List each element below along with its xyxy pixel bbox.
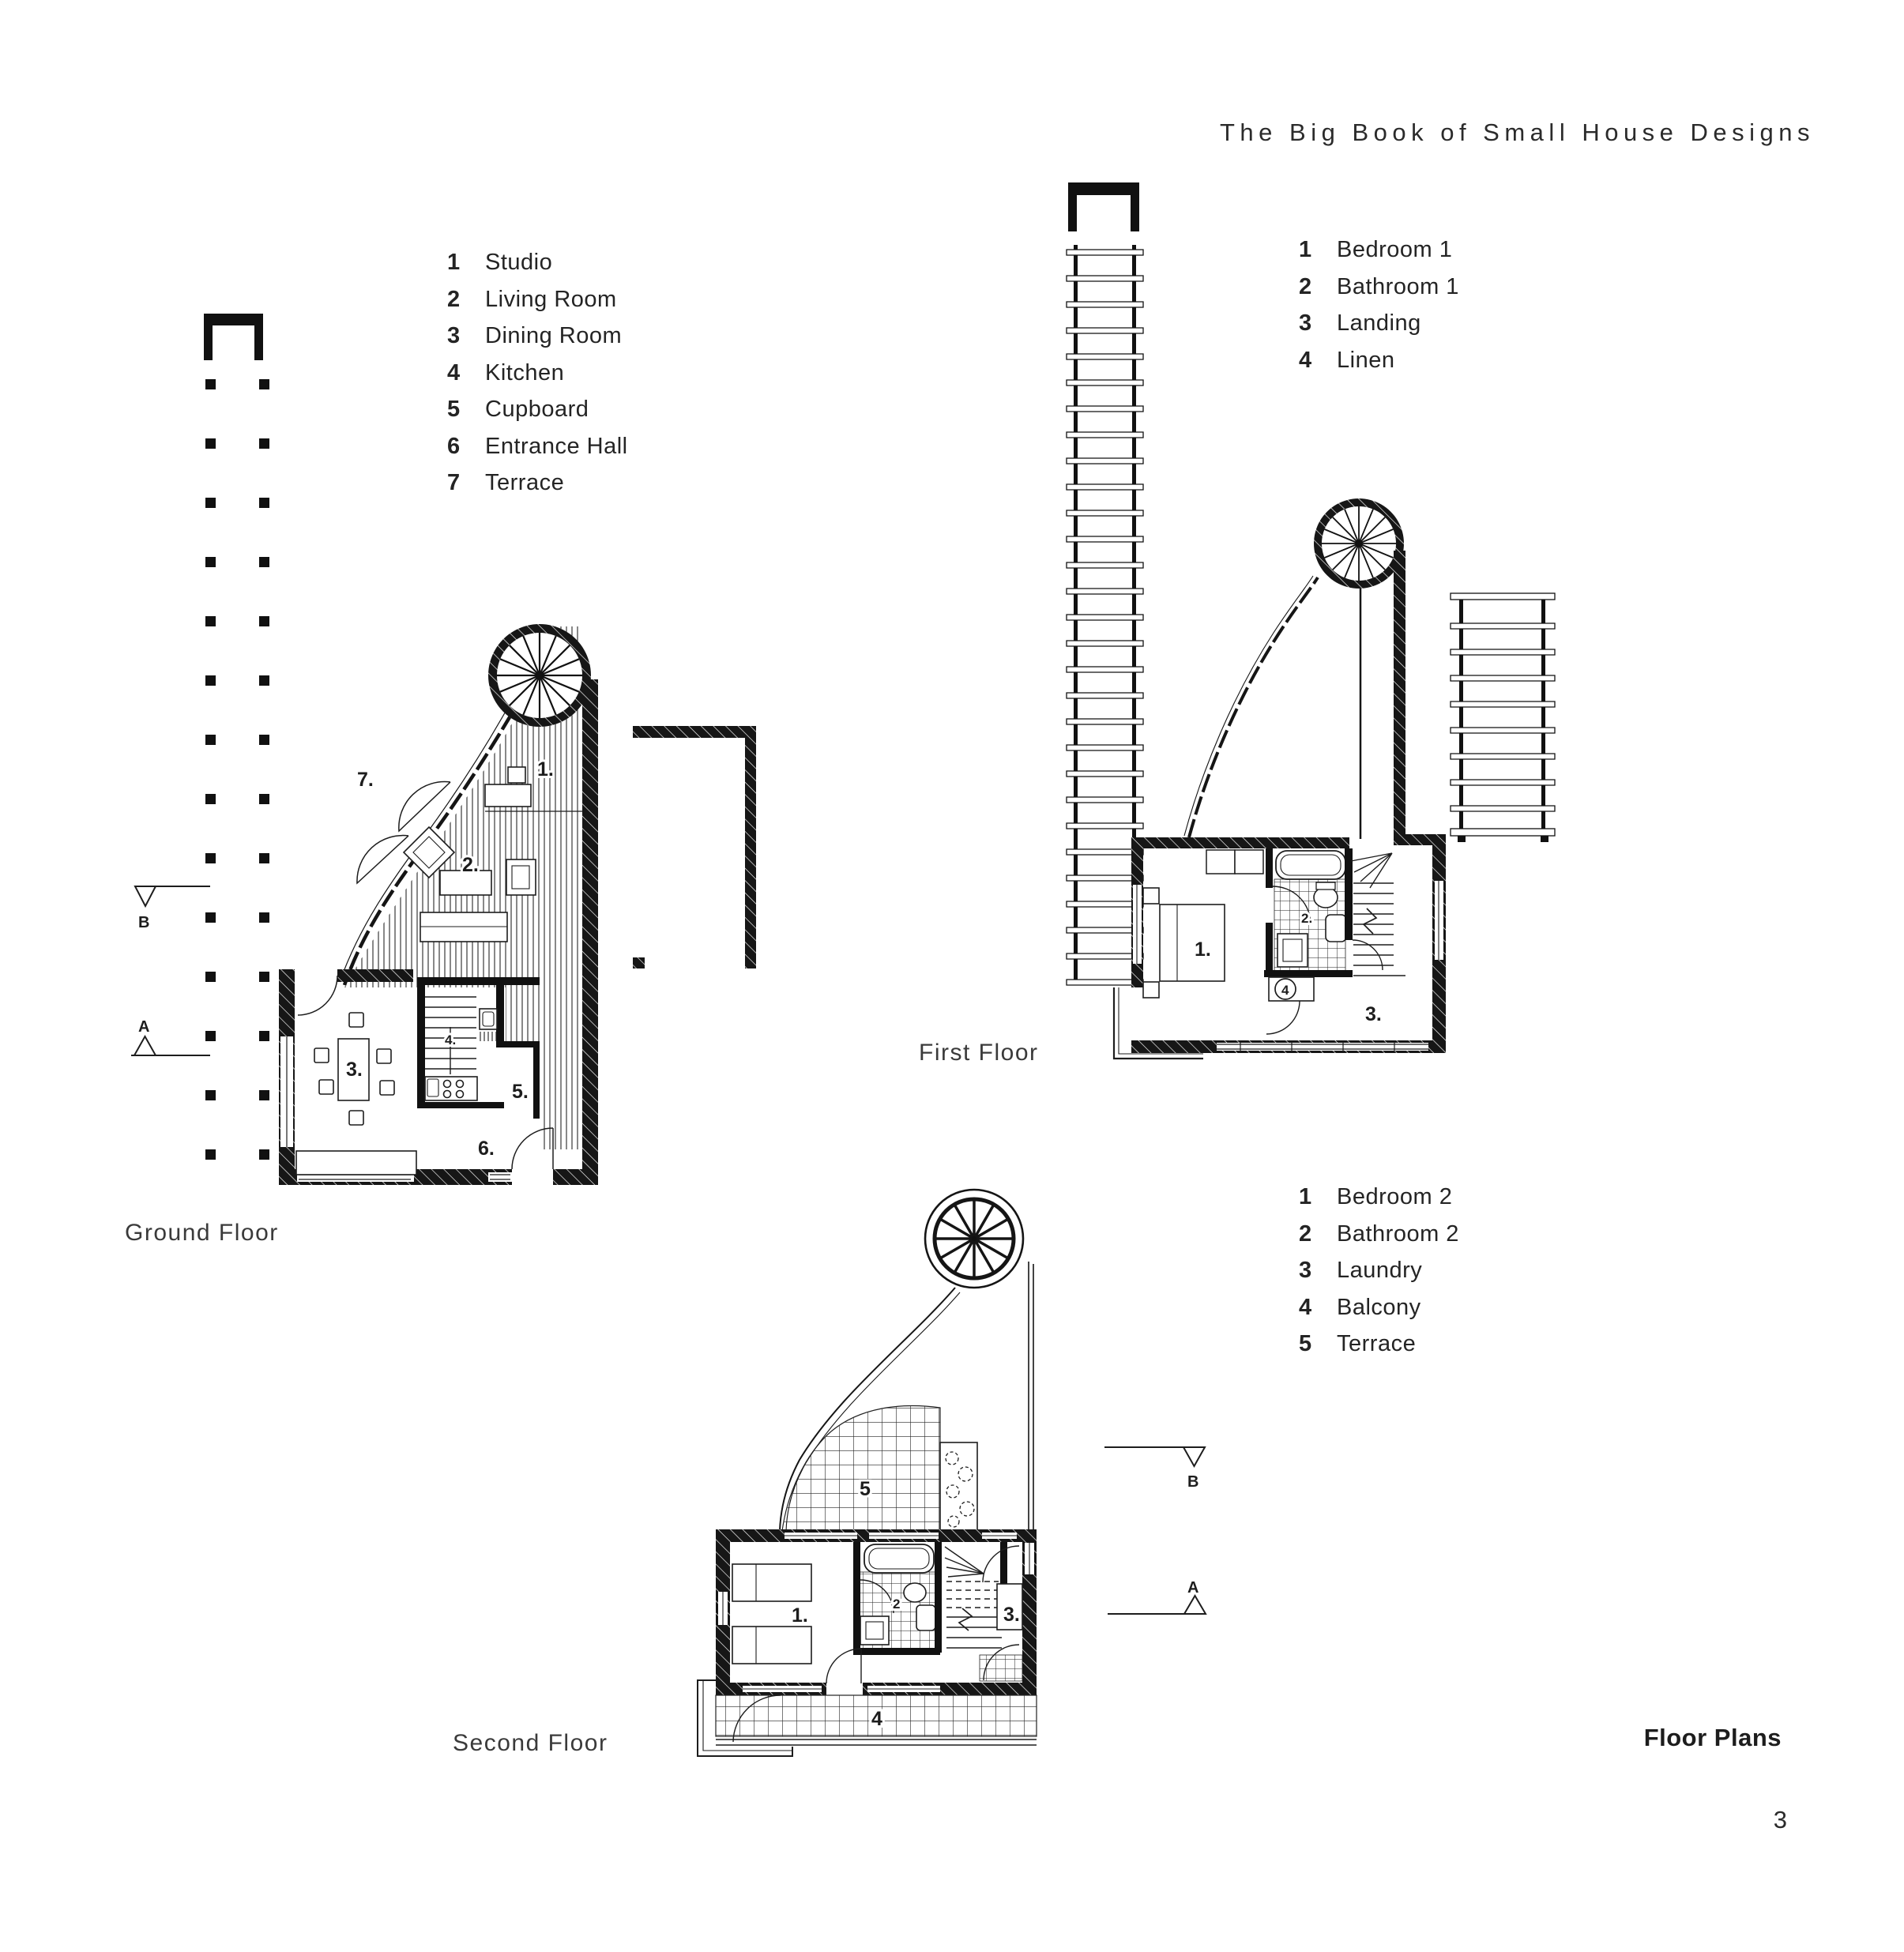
- svg-text:B: B: [138, 914, 149, 931]
- room-label-terrace: 7.: [357, 769, 374, 791]
- wall-bracket: [1068, 182, 1139, 231]
- bathroom: [853, 1542, 942, 1655]
- curved-glass-wall: [1183, 575, 1319, 838]
- pergola-trellis-east: [1450, 592, 1556, 842]
- room-label-hall: 6.: [478, 1138, 495, 1160]
- stairwell-walls: [1359, 551, 1446, 1053]
- ground-floor-plan: B A: [131, 314, 756, 1185]
- block-walls: [716, 1529, 1037, 1695]
- spiral-roof-wheel: [924, 1188, 1025, 1289]
- section-title: Floor Plans: [1643, 1724, 1782, 1751]
- section-marker-b: B: [134, 886, 210, 931]
- block-walls: [1131, 837, 1446, 1053]
- planter: [939, 1442, 978, 1532]
- room-label-landing: 3.: [1365, 1003, 1382, 1025]
- room-label-bedroom: 1.: [792, 1604, 808, 1627]
- staircase: [944, 1542, 1007, 1649]
- room-label-laundry: 3.: [1003, 1604, 1020, 1626]
- caption-ground-floor: Ground Floor: [125, 1220, 279, 1246]
- room-label-cupboard: 5.: [512, 1081, 529, 1103]
- caption-first-floor: First Floor: [919, 1040, 1039, 1066]
- partitions: [417, 977, 540, 1119]
- laundry: [979, 1545, 1023, 1682]
- spiral-staircase: [1314, 498, 1405, 589]
- section-marker-a: A: [1108, 1579, 1207, 1615]
- page-number: 3: [1773, 1806, 1787, 1834]
- garden-wall: [633, 726, 756, 968]
- column-grid: [205, 379, 269, 1160]
- room-label-linen: 4: [1281, 983, 1289, 998]
- bathroom: [1264, 848, 1383, 977]
- furniture: [402, 766, 582, 942]
- door-swings: [297, 975, 554, 1170]
- wall-bracket: [204, 314, 263, 360]
- room-label-bathroom: 2: [893, 1597, 900, 1612]
- room-label-bathroom: 2.: [1301, 911, 1312, 926]
- linen-closet: 4: [1266, 976, 1315, 1035]
- svg-text:A: A: [1187, 1579, 1198, 1597]
- kitchen-fixtures: [424, 1008, 498, 1101]
- room-label-kitchen: 4.: [445, 1032, 456, 1047]
- bed: [1142, 887, 1225, 999]
- balcony-railing: [1112, 987, 1203, 1060]
- second-floor-plan: B A 5 1. 2 3. 4: [697, 1188, 1207, 1757]
- beds: [732, 1563, 812, 1664]
- section-marker-b: B: [1104, 1446, 1206, 1491]
- room-label-bedroom: 1.: [1195, 938, 1211, 961]
- terrace-door-leaves: [356, 780, 451, 885]
- room-label-studio: 1.: [537, 758, 554, 780]
- page-title: The Big Book of Small House Designs: [1220, 118, 1816, 146]
- caption-second-floor: Second Floor: [453, 1730, 608, 1756]
- wardrobe: [1206, 849, 1264, 874]
- room-label-dining: 3.: [346, 1059, 363, 1081]
- hall-door: [826, 1648, 862, 1684]
- terrace-tiles: [781, 1405, 941, 1532]
- first-floor-plan: 4 1. 2. 3.: [1066, 182, 1556, 1060]
- room-label-terrace: 5: [860, 1478, 871, 1500]
- svg-text:A: A: [138, 1018, 149, 1036]
- dining-furniture: [295, 1012, 417, 1175]
- block-walls: [279, 969, 598, 1185]
- staircase: [1350, 852, 1405, 976]
- east-wall: [582, 679, 598, 1185]
- section-marker-a: A: [131, 1018, 210, 1056]
- balcony: [697, 1679, 1037, 1757]
- staircase: [425, 996, 476, 1074]
- room-label-balcony: 4: [871, 1708, 882, 1730]
- spiral-staircase: [488, 624, 592, 727]
- room-label-living: 2.: [462, 854, 479, 876]
- svg-text:B: B: [1187, 1473, 1198, 1491]
